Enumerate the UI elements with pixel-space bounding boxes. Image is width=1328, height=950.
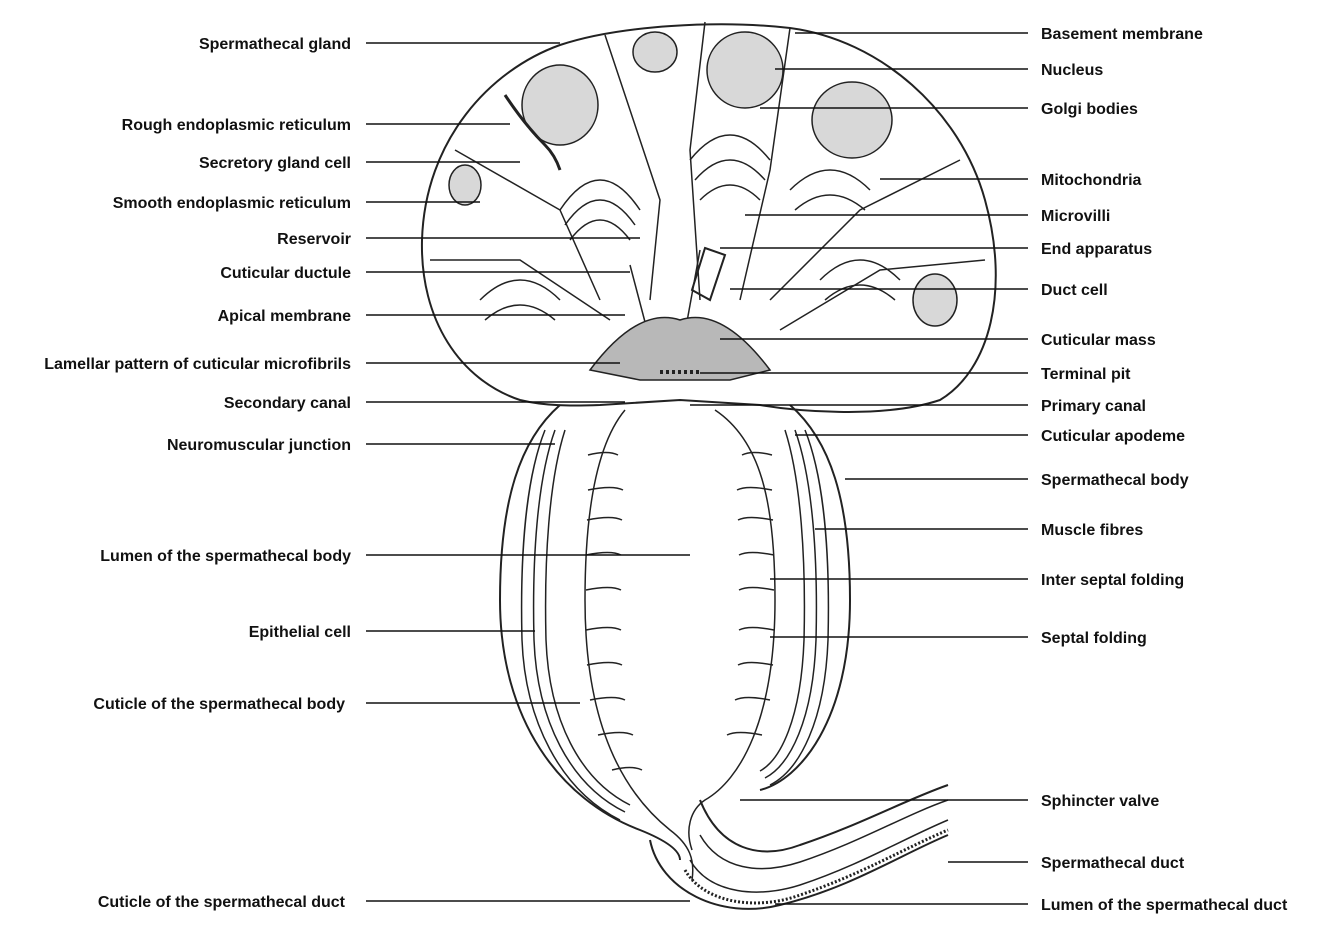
- label-cuticle-spermathecal-duct: Cuticle of the spermathecal duct: [98, 894, 346, 911]
- label-septal-folding: Septal folding: [1041, 630, 1147, 647]
- label-spermathecal-body: Spermathecal body: [1041, 472, 1189, 489]
- microvilli: [820, 260, 900, 300]
- label-golgi-bodies: Golgi bodies: [1041, 101, 1138, 118]
- label-neuromuscular-junction: Neuromuscular junction: [167, 437, 351, 454]
- label-primary-canal: Primary canal: [1041, 398, 1146, 415]
- label-secondary-canal: Secondary canal: [224, 395, 351, 412]
- label-spermathecal-gland: Spermathecal gland: [199, 36, 351, 53]
- muscle-fibres: [760, 430, 804, 771]
- label-end-apparatus: End apparatus: [1041, 241, 1152, 258]
- spermathecal-body-outline: [500, 405, 680, 860]
- label-microvilli: Microvilli: [1041, 208, 1110, 225]
- label-reservoir: Reservoir: [277, 231, 351, 248]
- labels-left: Spermathecal gland Rough endoplasmic ret…: [44, 36, 351, 911]
- label-nucleus: Nucleus: [1041, 62, 1103, 79]
- muscle-fibres: [546, 430, 630, 805]
- label-lumen-spermathecal-body: Lumen of the spermathecal body: [100, 548, 351, 565]
- label-cuticular-apodeme: Cuticular apodeme: [1041, 428, 1185, 445]
- label-inter-septal-folding: Inter septal folding: [1041, 572, 1184, 589]
- label-spermathecal-duct: Spermathecal duct: [1041, 855, 1185, 872]
- nucleus: [913, 274, 957, 326]
- microvilli: [560, 180, 640, 240]
- nucleus: [633, 32, 677, 72]
- label-muscle-fibres: Muscle fibres: [1041, 522, 1143, 539]
- label-cuticle-spermathecal-body: Cuticle of the spermathecal body: [93, 696, 345, 713]
- label-sphincter-valve: Sphincter valve: [1041, 793, 1159, 810]
- microvilli: [480, 280, 560, 320]
- label-lumen-spermathecal-duct: Lumen of the spermathecal duct: [1041, 897, 1288, 914]
- label-secretory-gland-cell: Secretory gland cell: [199, 155, 351, 172]
- label-cuticular-ductule: Cuticular ductule: [220, 265, 351, 282]
- nucleus: [449, 165, 481, 205]
- label-mitochondria: Mitochondria: [1041, 172, 1142, 189]
- nucleus: [812, 82, 892, 158]
- label-basement-membrane: Basement membrane: [1041, 26, 1203, 43]
- leader-lines: [366, 33, 1028, 904]
- muscle-fibres: [522, 430, 620, 820]
- duct-cuticle: [685, 830, 948, 903]
- spermatheca-illustration: [422, 22, 996, 909]
- label-duct-cell: Duct cell: [1041, 282, 1108, 299]
- label-cuticular-mass: Cuticular mass: [1041, 332, 1156, 349]
- label-smooth-endoplasmic-reticulum: Smooth endoplasmic reticulum: [113, 195, 351, 212]
- gland-cell-wall: [430, 260, 610, 320]
- duct-lumen: [690, 820, 948, 892]
- gland-cell-wall: [605, 35, 660, 300]
- spermathecal-duct: [700, 785, 948, 851]
- microvilli: [690, 135, 770, 200]
- septal-folding: [586, 453, 642, 771]
- label-terminal-pit: Terminal pit: [1041, 366, 1131, 383]
- duct-lumen: [700, 800, 948, 869]
- label-rough-endoplasmic-reticulum: Rough endoplasmic reticulum: [122, 117, 351, 134]
- label-lamellar-pattern: Lamellar pattern of cuticular microfibri…: [44, 356, 351, 373]
- label-epithelial-cell: Epithelial cell: [249, 624, 351, 641]
- lumen-wall: [689, 410, 775, 850]
- microvilli: [790, 170, 870, 210]
- labels-right: Basement membrane Nucleus Golgi bodies M…: [1041, 26, 1288, 914]
- nucleus: [707, 32, 783, 108]
- label-apical-membrane: Apical membrane: [218, 308, 351, 325]
